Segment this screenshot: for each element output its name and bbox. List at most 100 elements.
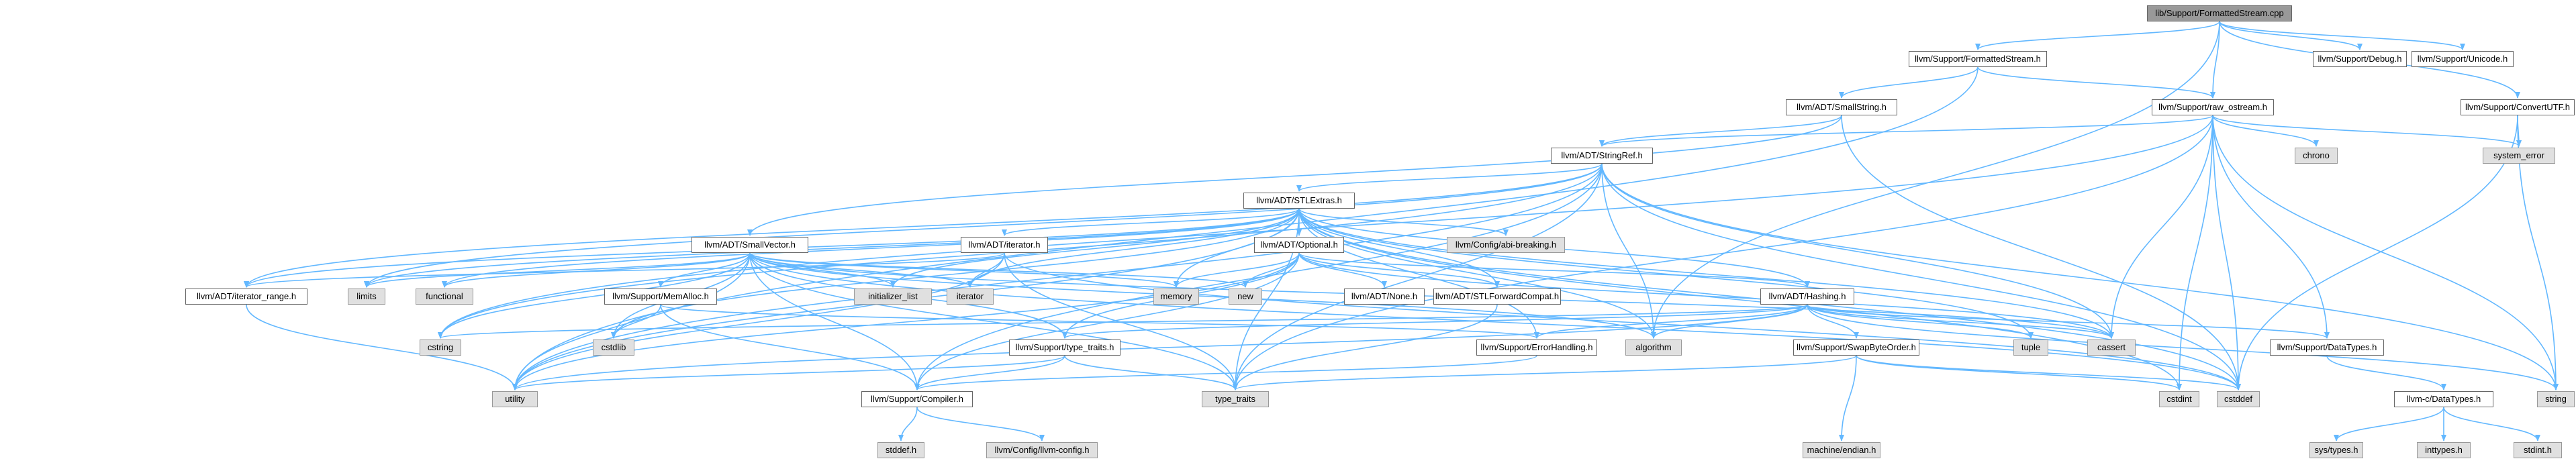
edge-stlextras-to-functional <box>442 208 1300 288</box>
edge-iterator-h-to-iterator-range <box>244 252 1005 288</box>
edge-iterator-range-to-utility <box>246 304 518 390</box>
edge-smallvector-to-iterator <box>749 252 973 288</box>
node-cstdlib: cstdlib <box>593 340 634 356</box>
node-initializer-list: initializer_list <box>854 289 932 305</box>
node-none[interactable]: llvm/ADT/None.h <box>1344 289 1425 305</box>
edge-fs-h-to-utility <box>512 66 1978 390</box>
edge-stlextras-to-iterator-h <box>1002 208 1300 236</box>
edge-stlextras-to-limits <box>364 208 1300 288</box>
edge-c-datatypes-to-stdint-h <box>2443 407 2540 441</box>
edge-raw-ostream-to-type-traits <box>1233 115 2213 390</box>
edge-type-traits-h-to-utility <box>512 355 1065 390</box>
edge-swapbyteorder-to-cstdint <box>1856 355 2182 390</box>
edge-iterator-h-to-cstddef <box>1004 252 2241 390</box>
edge-datatypes-to-c-datatypes <box>2326 355 2446 390</box>
node-smallstring[interactable]: llvm/ADT/SmallString.h <box>1786 99 1897 115</box>
node-compiler[interactable]: llvm/Support/Compiler.h <box>861 391 973 407</box>
node-memalloc[interactable]: llvm/Support/MemAlloc.h <box>604 289 717 305</box>
edge-raw-ostream-to-cstddef <box>2212 115 2241 390</box>
edge-hashing-to-algorithm <box>1651 304 1808 339</box>
node-debug[interactable]: llvm/Support/Debug.h <box>2313 51 2407 67</box>
edge-raw-ostream-to-datatypes <box>2212 115 2330 339</box>
edge-smallvector-to-functional <box>442 252 751 288</box>
edge-optional-to-stlforward <box>1298 252 1500 288</box>
edge-fs-h-to-raw-ostream <box>1977 66 2215 99</box>
node-chrono: chrono <box>2295 148 2338 164</box>
edge-root-to-raw-ostream <box>2210 21 2220 99</box>
node-smallvector[interactable]: llvm/ADT/SmallVector.h <box>691 237 808 253</box>
node-string: string <box>2537 391 2575 407</box>
edge-smallvector-to-algorithm <box>749 252 1656 339</box>
node-stringref[interactable]: llvm/ADT/StringRef.h <box>1551 148 1653 164</box>
node-raw-ostream[interactable]: llvm/Support/raw_ostream.h <box>2152 99 2274 115</box>
edge-raw-ostream-to-stringref <box>1599 115 2213 147</box>
edge-hashing-to-string <box>1807 304 2559 390</box>
edge-optional-to-hashing <box>1298 252 1810 288</box>
edge-root-to-debug <box>2219 21 2363 50</box>
node-stlforward[interactable]: llvm/ADT/STLForwardCompat.h <box>1433 289 1561 305</box>
node-stddef-h: stddef.h <box>877 442 924 458</box>
edge-smallvector-to-compiler <box>749 252 920 390</box>
node-hashing[interactable]: llvm/ADT/Hashing.h <box>1760 289 1854 305</box>
edge-hashing-to-swapbyteorder <box>1807 304 1859 339</box>
edge-stringref-to-type-traits <box>1233 163 1603 390</box>
edge-memalloc-to-cstdlib <box>611 304 661 339</box>
edge-root-to-unicode <box>2219 21 2465 50</box>
node-stlextras[interactable]: llvm/ADT/STLExtras.h <box>1243 193 1355 209</box>
edge-stlforward-to-type-traits <box>1233 304 1498 390</box>
edge-raw-ostream-to-string <box>2212 115 2559 390</box>
edge-raw-ostream-to-system-error <box>2212 115 2522 147</box>
node-fs-h[interactable]: llvm/Support/FormattedStream.h <box>1909 51 2047 67</box>
node-optional[interactable]: llvm/ADT/Optional.h <box>1254 237 1344 253</box>
edge-hashing-to-type-traits-h <box>1062 304 1808 339</box>
node-utility: utility <box>492 391 538 407</box>
edge-hashing-to-cstring <box>438 304 1808 339</box>
edge-hashing-to-errorhandling <box>1534 304 1808 339</box>
edge-fs-h-to-smallstring <box>1839 66 1978 99</box>
edge-swapbyteorder-to-machine-endian <box>1839 355 1857 441</box>
edge-smallvector-to-cassert <box>749 252 2114 339</box>
edge-stringref-to-algorithm <box>1601 163 1656 339</box>
edge-hashing-to-datatypes <box>1807 304 2330 339</box>
edge-stlextras-to-cassert <box>1298 208 2114 339</box>
edge-hashing-to-cassert <box>1807 304 2114 339</box>
node-iterator: iterator <box>947 289 994 305</box>
edge-optional-to-memory <box>1174 252 1300 288</box>
edge-errorhandling-to-compiler <box>914 355 1537 390</box>
node-datatypes[interactable]: llvm/Support/DataTypes.h <box>2270 340 2384 356</box>
edge-stringref-to-cstddef <box>1601 163 2241 390</box>
node-errorhandling[interactable]: llvm/Support/ErrorHandling.h <box>1476 340 1597 356</box>
edge-convertutf-to-cstddef <box>2236 115 2518 390</box>
edge-swapbyteorder-to-cstddef <box>1856 355 2241 390</box>
edge-compiler-to-llvm-config <box>916 407 1045 441</box>
edge-stringref-to-iterator-range <box>244 163 1603 288</box>
edge-smallvector-to-limits <box>364 252 751 288</box>
edge-stlextras-to-cstdlib <box>611 208 1300 339</box>
node-unicode[interactable]: llvm/Support/Unicode.h <box>2412 51 2514 67</box>
edge-hashing-to-tuple <box>1807 304 2034 339</box>
edge-c-datatypes-to-sys-types <box>2334 407 2444 441</box>
edge-smallvector-to-initializer-list <box>749 252 896 288</box>
node-c-datatypes[interactable]: llvm-c/DataTypes.h <box>2394 391 2493 407</box>
node-iterator-range[interactable]: llvm/ADT/iterator_range.h <box>185 289 307 305</box>
edge-type-traits-h-to-compiler <box>914 355 1065 390</box>
node-llvm-config: llvm/Config/llvm-config.h <box>986 442 1098 458</box>
edge-stringref-to-stlextras <box>1296 163 1603 192</box>
edge-stlextras-to-tuple <box>1298 208 2034 339</box>
node-type-traits: type_traits <box>1202 391 1269 407</box>
edge-stringref-to-cassert <box>1601 163 2114 339</box>
edge-type-traits-h-to-type-traits <box>1064 355 1238 390</box>
edge-smallvector-to-cstddef <box>749 252 2241 390</box>
node-type-traits-h[interactable]: llvm/Support/type_traits.h <box>1009 340 1120 356</box>
edge-optional-to-none <box>1298 252 1387 288</box>
edge-layer <box>244 21 2559 441</box>
edge-stlextras-to-stlforward <box>1298 208 1500 288</box>
node-convertutf[interactable]: llvm/Support/ConvertUTF.h <box>2461 99 2575 115</box>
node-swapbyteorder[interactable]: llvm/Support/SwapByteOrder.h <box>1793 340 1919 356</box>
edge-root-to-algorithm <box>1651 21 2220 339</box>
edge-smallstring-to-cstddef <box>1841 115 2241 390</box>
node-iterator-h[interactable]: llvm/ADT/iterator.h <box>961 237 1048 253</box>
node-tuple: tuple <box>2013 340 2048 356</box>
node-algorithm: algorithm <box>1625 340 1682 356</box>
node-cassert: cassert <box>2087 340 2136 356</box>
